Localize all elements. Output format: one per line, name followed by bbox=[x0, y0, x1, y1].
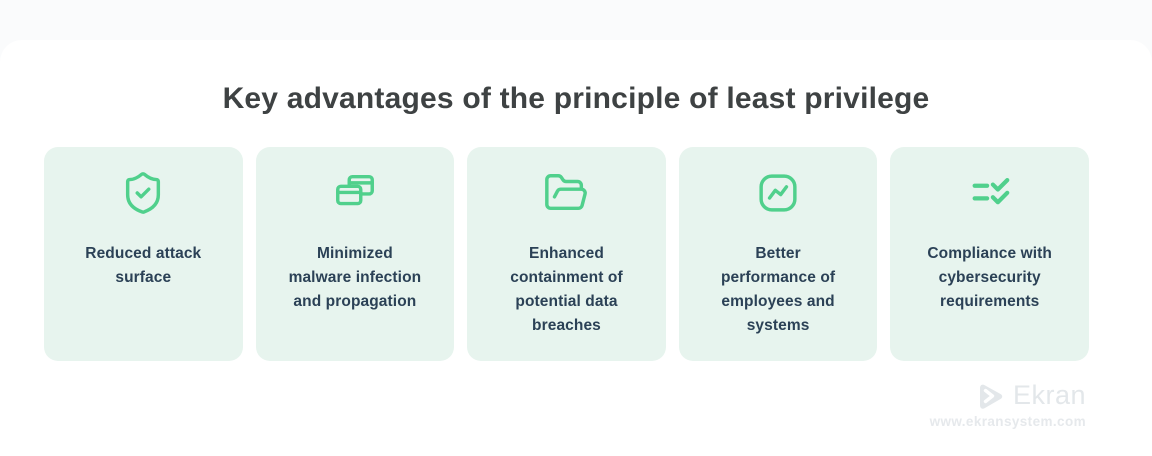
card-reduced-attack-surface: Reduced attack surface bbox=[44, 147, 243, 361]
card-label: Enhanced containment of potential data b… bbox=[510, 245, 623, 334]
brand-row: Ekran bbox=[976, 380, 1086, 411]
checklist-icon bbox=[967, 170, 1013, 216]
brand-name: Ekran bbox=[1012, 380, 1086, 410]
card-label: Compliance with cybersecurity requiremen… bbox=[927, 245, 1052, 310]
card-minimized-malware: Minimized malware infection and propagat… bbox=[255, 147, 455, 361]
browser-windows-icon bbox=[332, 170, 378, 216]
performance-chart-icon bbox=[755, 170, 801, 216]
page-title: Key advantages of the principle of least… bbox=[222, 82, 930, 115]
card-label: Reduced attack surface bbox=[85, 245, 202, 286]
shield-check-icon bbox=[120, 170, 166, 216]
ekran-watermark: Ekran www.ekransystem.com bbox=[930, 380, 1086, 429]
open-folder-icon bbox=[543, 170, 589, 216]
card-better-performance: Better performance of employees and syst… bbox=[678, 147, 878, 361]
brand-url: www.ekransystem.com bbox=[929, 414, 1086, 429]
card-label: Minimized malware infection and propagat… bbox=[288, 245, 422, 310]
card-data-breach-containment: Enhanced containment of potential data b… bbox=[467, 147, 666, 361]
card-compliance: Compliance with cybersecurity requiremen… bbox=[890, 147, 1089, 361]
ekran-logo-icon bbox=[976, 381, 1006, 411]
advantages-card-row: Reduced attack surface Minimized malware… bbox=[44, 147, 1089, 361]
card-label: Better performance of employees and syst… bbox=[720, 245, 836, 334]
